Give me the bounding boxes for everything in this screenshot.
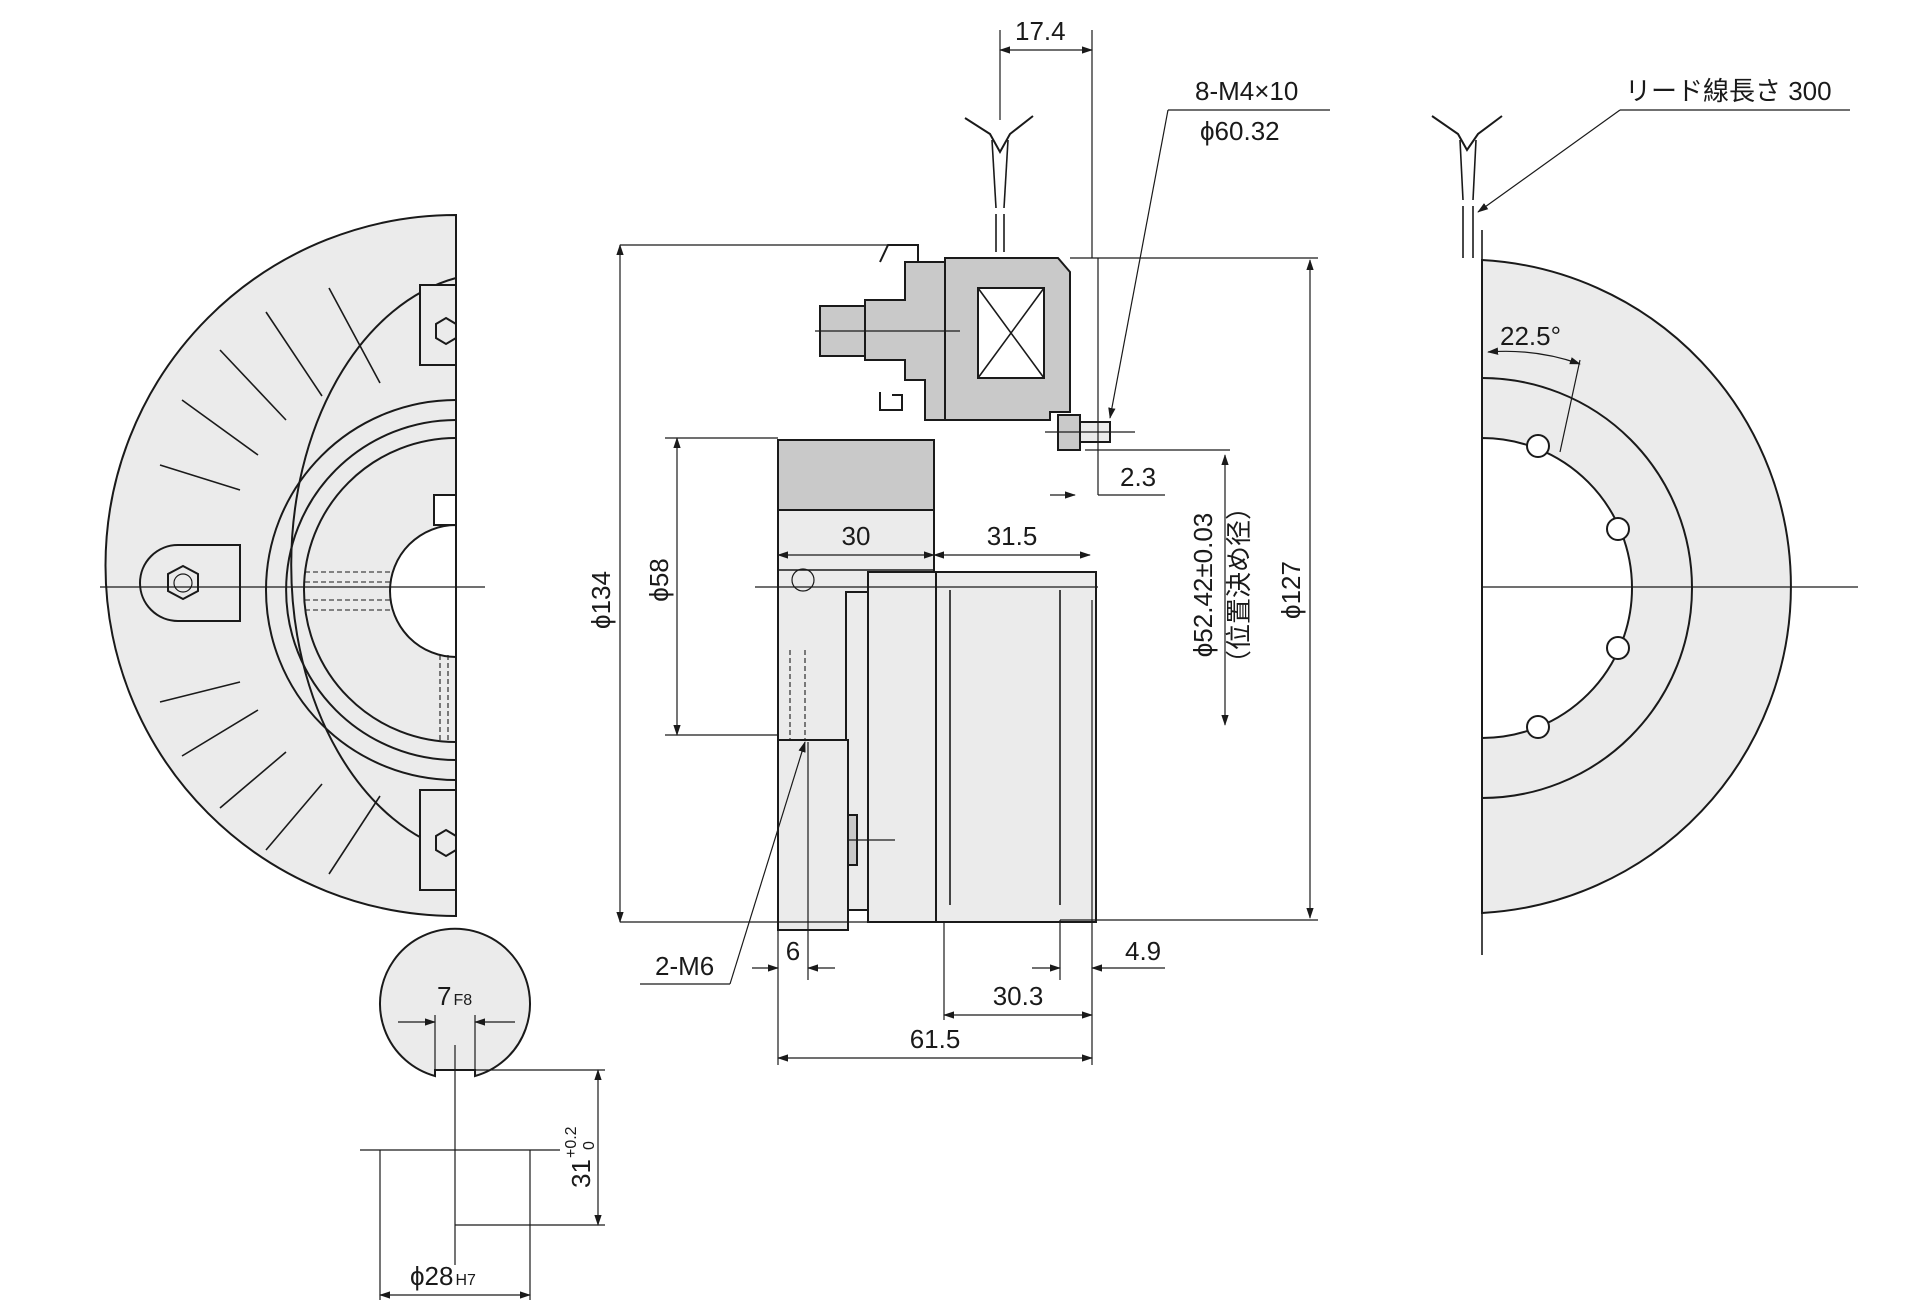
dim-body-len2: 30.3: [993, 981, 1044, 1011]
mount-hole-icon: [1606, 517, 1630, 541]
left-mount-lug-center: [139, 544, 241, 622]
angle-arc: [1487, 347, 1581, 365]
dim-lead-spacing: 17.4: [1015, 16, 1066, 46]
mount-hole-icon: [1526, 434, 1550, 458]
right-pcd-ring: [1481, 377, 1693, 799]
left-hidden-lines: [305, 571, 449, 740]
dimension-lines: [379, 30, 1330, 1300]
left-hub-ring-inner: [303, 437, 457, 743]
left-mount-lug-top: [419, 284, 457, 366]
armature-disc: [867, 571, 937, 923]
hex-bolt-icon: [435, 828, 457, 858]
dim-coil-dia: ϕ127: [1276, 561, 1306, 619]
spring-clip: [879, 244, 919, 263]
dim-body-len: 31.5: [987, 521, 1038, 551]
dim-hub-dia: ϕ58: [644, 558, 674, 601]
dim-rear-gap: 4.9: [1125, 936, 1161, 966]
dimension-labels: 17.4 8-M4×10 ϕ60.32 リード線長さ 300 22.5° ϕ13…: [410, 16, 1832, 1291]
left-hub-ring-outer: [265, 399, 457, 781]
mount-hole-icon: [1606, 636, 1630, 660]
bore-key-height-tol-upper: +0.2: [563, 1126, 580, 1158]
dim-tap: 2-M6: [655, 951, 714, 981]
dim-outer-dia: ϕ134: [586, 571, 616, 629]
tap-hole-icon: [791, 568, 815, 592]
lead-wires: [964, 115, 1034, 252]
dim-tap-pos: 6: [786, 936, 800, 966]
retainer-clip: [879, 392, 903, 411]
left-hub-ring-mid: [285, 419, 457, 761]
dim-pilot-note: （位置決め径）: [1224, 494, 1254, 676]
right-mounting-holes: [1526, 434, 1630, 739]
collar: [777, 739, 849, 931]
dim-pilot-dia: ϕ52.42±0.03: [1188, 513, 1218, 658]
angle-ray: [1559, 359, 1581, 453]
right-lead-wires: [1431, 115, 1503, 258]
hex-bolt-icon: [167, 564, 199, 601]
dim-hub-len: 30: [842, 521, 871, 551]
bore-key-height-tol-lower: 0: [581, 1141, 598, 1150]
dim-total-len: 61.5: [910, 1024, 961, 1054]
left-outer-half-disc: [104, 213, 457, 918]
dim-lead-wire: リード線長さ 300: [1625, 76, 1832, 106]
left-mount-lug-bottom: [419, 789, 457, 891]
left-ribs: [159, 287, 381, 875]
left-bore: [389, 523, 457, 659]
center-section-view: [755, 115, 1135, 931]
right-rear-view: [1431, 109, 1858, 955]
rotor-body: [935, 571, 1097, 923]
bore-key-height: 31: [566, 1159, 596, 1188]
dim-screws: 8-M4×10: [1195, 76, 1298, 106]
bore-section: [379, 927, 531, 1078]
hub-section: [777, 439, 935, 511]
left-inner-ring-1: [290, 277, 457, 853]
mounting-bracket: [864, 261, 946, 421]
dim-flange-gap: 2.3: [1120, 462, 1156, 492]
left-front-view: [100, 213, 485, 918]
hex-bolt-icon: [435, 316, 457, 346]
bore-detail: [360, 927, 560, 1265]
mount-hole-icon: [1526, 715, 1550, 739]
lead-leader: [1477, 109, 1621, 213]
left-keyway: [433, 494, 457, 526]
dim-pcd: ϕ60.32: [1200, 116, 1280, 146]
dim-angle: 22.5°: [1500, 321, 1561, 351]
